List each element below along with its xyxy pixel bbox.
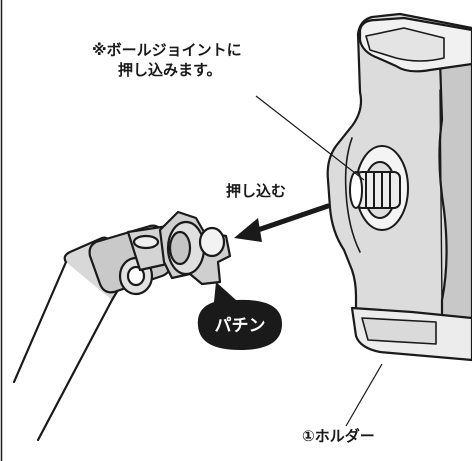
mount-arm <box>12 224 178 442</box>
note-line-2: 押し込みます。 <box>118 61 222 79</box>
note-leader-line <box>255 95 365 181</box>
note-line-1: ※ボールジョイントに <box>92 41 242 59</box>
push-in-label: 押し込む <box>226 182 287 200</box>
ball-joint-knob <box>158 210 232 286</box>
click-speech-bubble <box>197 282 282 350</box>
push-arrow <box>234 203 331 242</box>
holder-leader-line <box>345 363 383 427</box>
ball-joint-socket <box>349 145 409 231</box>
click-sound-label: パチン <box>214 316 266 336</box>
ball-joint-note: ※ボールジョイントに 押し込みます。 <box>92 40 242 80</box>
holder-label: ①ホルダー <box>302 427 375 445</box>
